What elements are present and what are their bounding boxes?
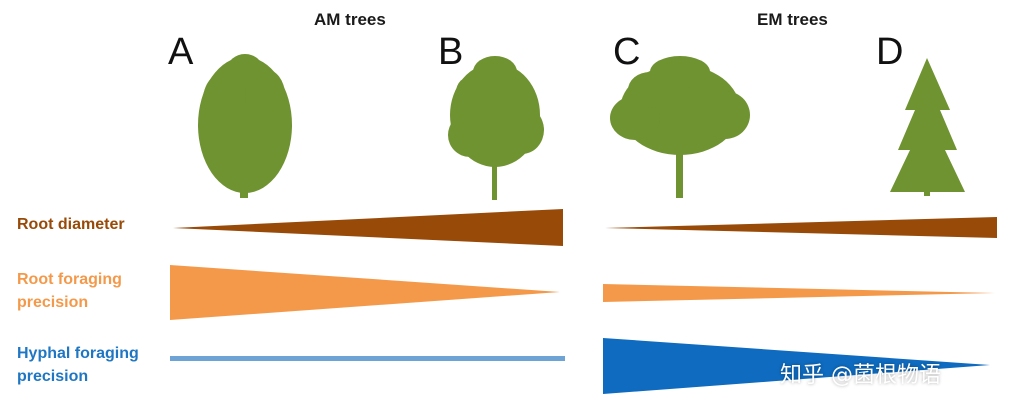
hyphal-foraging-em-wedge <box>603 338 990 394</box>
tree-c-icon <box>610 56 750 198</box>
tree-b-icon <box>448 56 544 200</box>
panel-label-c: C <box>613 31 641 73</box>
row-label-hyphal-foraging: Hyphal foraging precision <box>17 345 139 385</box>
watermark-text: 知乎 @菌根物语 <box>780 363 941 388</box>
root-diameter-em-wedge <box>605 217 997 238</box>
hyphal-foraging-am-line <box>170 356 565 361</box>
root-foraging-em-wedge <box>603 284 995 302</box>
tree-d-icon <box>890 58 965 196</box>
root-diameter-am-wedge <box>173 209 563 246</box>
em-trees-title: EM trees <box>757 10 828 29</box>
tree-a-icon <box>198 54 292 198</box>
panel-label-d: D <box>876 31 904 73</box>
panel-label-a: A <box>168 31 194 73</box>
root-foraging-am-wedge <box>170 265 560 320</box>
panel-label-b: B <box>438 31 464 73</box>
row-label-root-foraging: Root foraging precision <box>17 271 122 311</box>
am-trees-title: AM trees <box>314 10 386 29</box>
row-label-root-diameter: Root diameter <box>17 216 125 233</box>
